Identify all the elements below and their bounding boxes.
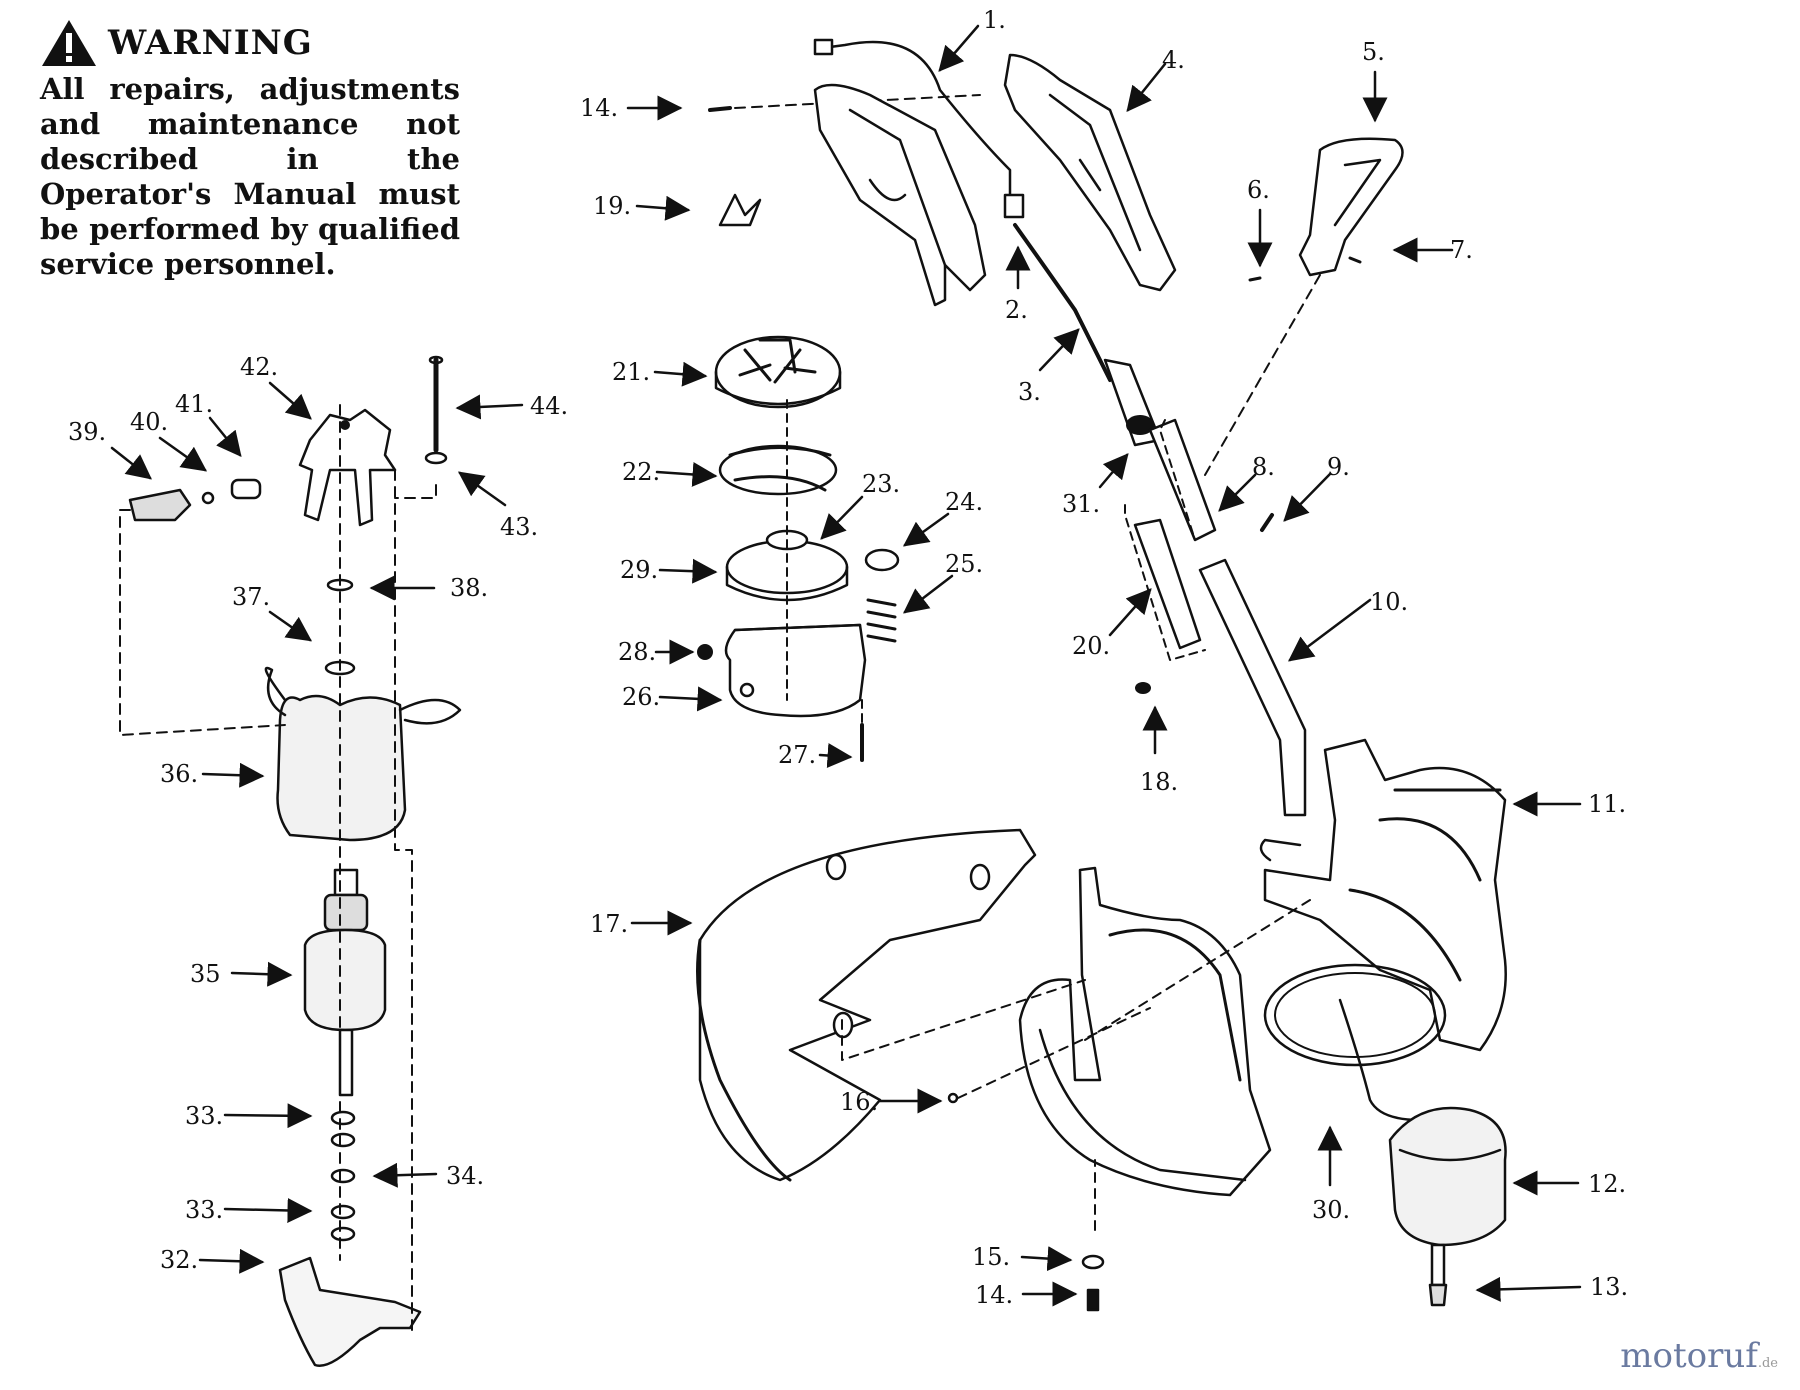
watermark-logo: motoruf.de [1620, 1336, 1778, 1376]
callout-40: 40. [130, 408, 168, 436]
callout-labels: 1. 2. 3. 4. 5. 6. 7. 8. 9. 10. 11. 12. 1… [68, 6, 1628, 1309]
callout-14-top: 14. [580, 94, 618, 122]
callout-1: 1. [983, 6, 1006, 34]
callout-9: 9. [1327, 453, 1350, 481]
handle-right-part [1003, 53, 1177, 292]
warning-block: WARNING All repairs, adjustments and mai… [40, 18, 460, 282]
callout-19: 19. [593, 192, 631, 220]
callout-33-lower: 33. [185, 1196, 223, 1224]
motor-assembly [119, 355, 462, 1367]
tube-half-part [1133, 518, 1202, 650]
callout-8: 8. [1252, 453, 1275, 481]
callout-38: 38. [450, 574, 488, 602]
callout-10: 10. [1370, 588, 1408, 616]
callout-18: 18. [1140, 768, 1178, 796]
callout-28: 28. [618, 638, 656, 666]
callout-36: 36. [160, 760, 198, 788]
callout-41: 41. [175, 390, 213, 418]
callout-11: 11. [1588, 790, 1626, 818]
callout-29: 29. [620, 556, 658, 584]
brush-holder-part [298, 408, 397, 527]
callout-arrows [110, 24, 1582, 1307]
aux-handle-part [1298, 137, 1404, 277]
brush-part [128, 488, 192, 522]
clip-part [718, 193, 762, 227]
callout-34: 34. [446, 1162, 484, 1190]
callout-30: 30. [1312, 1196, 1350, 1224]
callout-14-bottom: 14. [975, 1281, 1013, 1309]
callout-3: 3. [1018, 378, 1041, 406]
callout-26: 26. [622, 683, 660, 711]
watermark-text: motoruf [1620, 1336, 1758, 1376]
callout-5: 5. [1362, 38, 1385, 66]
warning-text: All repairs, adjustments and maintenance… [40, 72, 460, 281]
callout-42: 42. [240, 353, 278, 381]
callout-23: 23. [862, 470, 900, 498]
callout-43: 43. [500, 513, 538, 541]
callout-24: 24. [945, 488, 983, 516]
guard-part [698, 828, 1037, 1182]
motor-part [1388, 1106, 1507, 1247]
field-housing-part [276, 694, 407, 842]
callout-2: 2. [1005, 296, 1028, 324]
callout-32: 32. [160, 1246, 198, 1274]
warning-header: WARNING [40, 18, 460, 68]
callout-6: 6. [1247, 176, 1270, 204]
callout-4: 4. [1162, 46, 1185, 74]
callout-27: 27. [778, 741, 816, 769]
callout-12: 12. [1588, 1170, 1626, 1198]
callout-20: 20. [1072, 632, 1110, 660]
warning-triangle-icon [42, 20, 96, 66]
lower-housing-part [1018, 866, 1272, 1197]
handle-left-part [813, 83, 987, 307]
callout-44: 44. [530, 392, 568, 420]
callout-31: 31. [1062, 490, 1100, 518]
spool-assembly [697, 335, 900, 762]
callout-35: 35 [190, 960, 221, 988]
callout-13: 13. [1590, 1273, 1628, 1301]
callout-37: 37. [232, 583, 270, 611]
callout-17: 17. [590, 910, 628, 938]
handle-assembly [813, 38, 1404, 817]
callout-15: 15. [972, 1243, 1010, 1271]
warning-title: WARNING [108, 23, 313, 63]
bearing-bracket-part [278, 1256, 422, 1367]
callout-39: 39. [68, 418, 106, 446]
callout-22: 22. [622, 458, 660, 486]
callout-16: 16. [840, 1088, 878, 1116]
callout-33-upper: 33. [185, 1102, 223, 1130]
callout-7: 7. [1450, 236, 1473, 264]
watermark-suffix: .de [1757, 1356, 1778, 1371]
callout-21: 21. [612, 358, 650, 386]
upper-housing-part [1263, 738, 1507, 1052]
armature-part [303, 928, 387, 1032]
housing-assembly [696, 738, 1507, 1312]
callout-25: 25. [945, 550, 983, 578]
